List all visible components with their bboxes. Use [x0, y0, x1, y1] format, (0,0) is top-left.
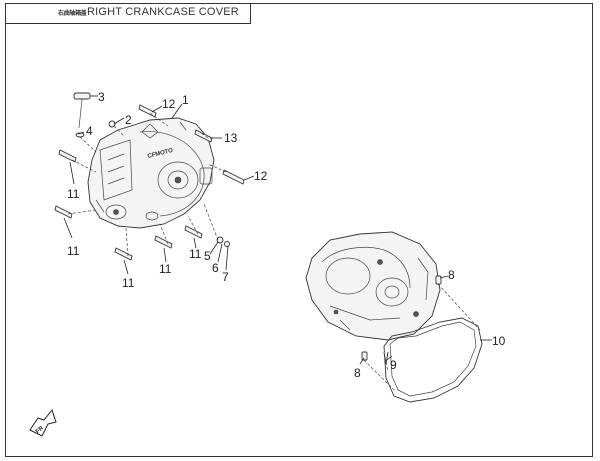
- svg-text:11: 11: [67, 244, 80, 258]
- svg-text:12: 12: [254, 169, 268, 183]
- cover-gasket: [383, 317, 483, 403]
- alignment-lines-right: [363, 283, 481, 391]
- callout-2: 2: [113, 113, 132, 127]
- svg-text:3: 3: [98, 90, 105, 104]
- callout-7: 7: [222, 245, 229, 284]
- callout-11-b: 11: [63, 217, 80, 258]
- callout-13: 13: [210, 131, 238, 145]
- svg-text:12: 12: [162, 97, 176, 111]
- callout-10: 10: [480, 334, 506, 348]
- svg-text:4: 4: [86, 124, 93, 138]
- svg-text:11: 11: [189, 247, 202, 261]
- svg-text:8: 8: [448, 268, 455, 282]
- fr-label: FR: [35, 425, 45, 435]
- callout-12-upper: 12: [151, 97, 176, 113]
- drawing-frame: [5, 3, 593, 457]
- svg-text:1: 1: [182, 93, 189, 107]
- page-title: RIGHT CRANKCASE COVER: [87, 6, 239, 18]
- callout-11-c: 11: [122, 259, 135, 290]
- svg-text:11: 11: [159, 262, 172, 276]
- callout-11-e: 11: [189, 237, 202, 261]
- front-direction-arrow-icon: FR: [29, 408, 57, 437]
- title-chinese: 右曲轴箱盖: [58, 10, 87, 17]
- svg-text:2: 2: [125, 113, 132, 127]
- callout-5: 5: [204, 241, 219, 263]
- crankcase-cover-outer: CFMOTO: [87, 117, 215, 229]
- callout-8-lower: 8: [354, 357, 365, 380]
- svg-text:6: 6: [212, 261, 219, 275]
- callout-11-a: 11: [67, 161, 80, 201]
- callout-8-upper: 8: [439, 268, 455, 282]
- svg-text:9: 9: [390, 358, 397, 372]
- dowel-pins-right: [361, 275, 442, 365]
- svg-text:11: 11: [67, 187, 80, 201]
- svg-text:13: 13: [224, 131, 238, 145]
- callout-1: 1: [171, 93, 189, 119]
- callout-6: 6: [212, 243, 223, 275]
- title-block: [5, 3, 251, 24]
- callout-12-right: 12: [243, 169, 268, 183]
- callout-4: 4: [77, 124, 93, 138]
- svg-text:8: 8: [354, 366, 361, 380]
- svg-text:7: 7: [222, 270, 229, 284]
- svg-text:5: 5: [204, 249, 211, 263]
- alignment-lines-left: [67, 112, 227, 257]
- crankcase-cover-inner: [305, 231, 441, 341]
- callout-3: 3: [90, 90, 105, 104]
- svg-text:11: 11: [122, 276, 135, 290]
- callout-11-d: 11: [159, 247, 172, 276]
- svg-text:10: 10: [492, 334, 506, 348]
- callout-9: 9: [386, 355, 397, 372]
- bolt-set-left: [54, 104, 245, 261]
